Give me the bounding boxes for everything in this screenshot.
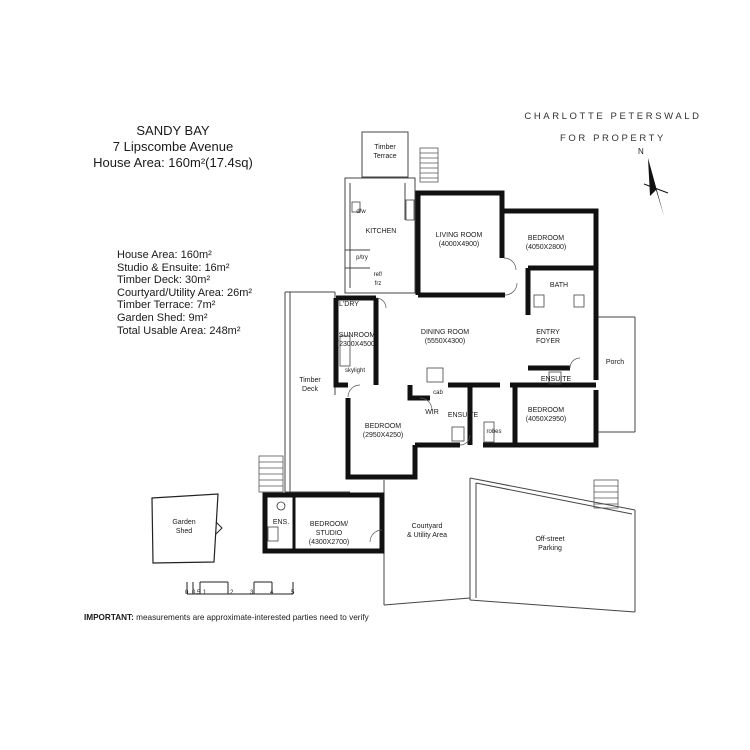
north-arrow-icon xyxy=(643,158,669,216)
scale-label: 0.5 xyxy=(192,590,201,596)
label-fridge: ref/frz xyxy=(373,272,383,287)
label-skylight: skylight xyxy=(344,368,366,374)
label-dw: d/w xyxy=(356,209,366,215)
door-swings xyxy=(347,257,581,543)
label-wir: WIR xyxy=(425,409,439,416)
studio-outline xyxy=(262,492,385,554)
label-kitchen: KITCHEN xyxy=(365,228,397,235)
area-item: Courtyard/Utility Area: 26m² xyxy=(117,286,253,299)
area-item: Garden Shed: 9m² xyxy=(117,311,208,324)
scale-label: 5 xyxy=(291,590,295,596)
suburb-title: SANDY BAY xyxy=(136,123,210,138)
label-studio: BEDROOM/STUDIO(4300X2700) xyxy=(308,521,350,546)
compass-label: N xyxy=(638,147,644,156)
area-item: Timber Deck: 30m² xyxy=(117,274,211,287)
disclaimer: IMPORTANT: measurements are approximate-… xyxy=(84,613,369,622)
label-ensuite-2: ENSUITE xyxy=(447,412,479,419)
scale-label: 2 xyxy=(230,590,234,596)
scale-label: 0 xyxy=(185,590,189,596)
label-bath: BATH xyxy=(549,282,569,289)
scale-label: 1 xyxy=(203,590,207,596)
label-sunroom: SUNROOM(2300X4500) xyxy=(336,332,378,348)
brand-logo: CHARLOTTE PETERSWALD FOR PROPERTY xyxy=(500,106,726,150)
label-ensuite-studio: ENS. xyxy=(272,519,290,526)
area-item: Timber Terrace: 7m² xyxy=(117,299,216,312)
steps xyxy=(258,147,619,509)
disclaimer-text: measurements are approximate-interested … xyxy=(133,613,369,622)
label-bedroom-2: BEDROOM(2950X4250) xyxy=(362,423,404,439)
area-item: Total Usable Area: 248m² xyxy=(117,324,241,337)
area-summary: House Area: 160m² Studio & Ensuite: 16m²… xyxy=(117,249,252,337)
label-cab: cab xyxy=(433,390,443,396)
scale-bar xyxy=(186,581,294,595)
label-robes: robes xyxy=(486,429,502,435)
label-ensuite-main: ENSUITE xyxy=(540,376,572,383)
area-item: Studio & Ensuite: 16m² xyxy=(117,261,230,274)
house-area-heading: House Area: 160m²(17.4sq) xyxy=(93,155,253,170)
label-bedroom-1: BEDROOM(4050X2800) xyxy=(525,235,567,251)
brand-line1: CHARLOTTE PETERSWALD xyxy=(524,111,702,122)
label-courtyard: Courtyard& Utility Area xyxy=(406,523,448,539)
disclaimer-bold: IMPORTANT: xyxy=(84,613,134,622)
outbuildings xyxy=(151,492,385,564)
title-block: SANDY BAY 7 Lipscombe Avenue House Area:… xyxy=(88,123,258,171)
brand-line2: FOR PROPERTY xyxy=(560,133,666,144)
label-bedroom-3: BEDROOM(4050X2950) xyxy=(525,407,567,423)
label-dining-room: DINING ROOM(5550X4300) xyxy=(420,329,470,345)
timber-terrace-outline xyxy=(361,131,409,178)
label-laundry: L'DRY xyxy=(339,301,359,308)
scale-label: 3 xyxy=(250,590,254,596)
scale-label: 4 xyxy=(270,590,274,596)
area-item: House Area: 160m² xyxy=(117,249,212,261)
outdoor-outlines xyxy=(284,131,636,613)
label-pantry: p/try xyxy=(356,255,368,261)
label-living-room: LIVING ROOM(4000X4900) xyxy=(435,232,483,248)
main-walls xyxy=(333,190,599,480)
fixtures xyxy=(267,199,585,542)
garden-shed-outline xyxy=(151,493,219,564)
label-porch: Porch xyxy=(605,359,625,366)
address: 7 Lipscombe Avenue xyxy=(112,139,234,154)
